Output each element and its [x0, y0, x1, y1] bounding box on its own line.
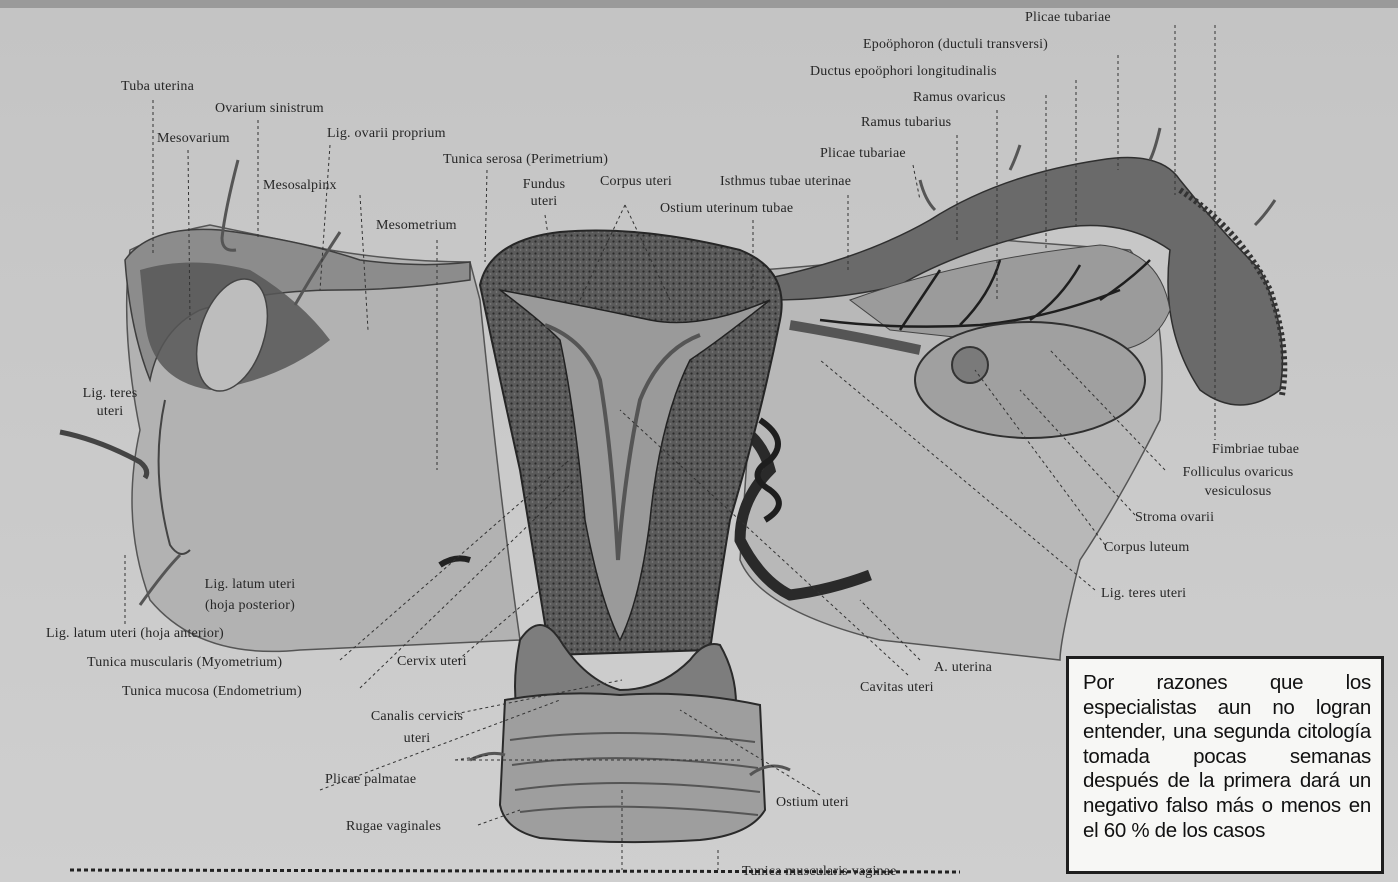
label-ostium-uteri: Ostium uteri	[776, 795, 849, 811]
label-lig-teres-left-2: uteri	[68, 404, 152, 420]
label-stroma-ovarii: Stroma ovarii	[1135, 510, 1214, 526]
label-ramus-tubarius: Ramus tubarius	[861, 115, 951, 131]
label-ostium-uterinum-tubae: Ostium uterinum tubae	[660, 201, 793, 217]
label-a-uterina: A. uterina	[934, 660, 992, 676]
label-lig-latum-posterior-2: (hoja posterior)	[185, 598, 315, 614]
label-corpus-luteum: Corpus luteum	[1104, 540, 1189, 556]
label-mesosalpinx: Mesosalpinx	[263, 178, 337, 194]
label-lig-teres-right: Lig. teres uteri	[1101, 586, 1186, 602]
right-ovary	[915, 322, 1145, 438]
note-text: Por razones que los especialistas aun no…	[1083, 671, 1371, 843]
vagina	[500, 693, 765, 842]
top-edge	[0, 0, 1398, 8]
label-mesovarium: Mesovarium	[157, 131, 230, 147]
note-box: Por razones que los especialistas aun no…	[1066, 656, 1384, 874]
label-plicae-palmatae: Plicae palmatae	[325, 772, 416, 788]
label-plicae-tubariae-top: Plicae tubariae	[1025, 10, 1111, 26]
label-canalis-cervicis-2: uteri	[352, 731, 482, 747]
label-ovarium-sinistrum: Ovarium sinistrum	[215, 101, 324, 117]
label-tunica-muscularis: Tunica muscularis (Myometrium)	[87, 655, 282, 671]
label-folliculus-1: Folliculus ovaricus	[1160, 465, 1316, 481]
corpus-luteum-shape	[952, 347, 988, 383]
label-plicae-tubariae-mid: Plicae tubariae	[820, 146, 906, 162]
label-cavitas-uteri: Cavitas uteri	[860, 680, 934, 696]
label-lig-teres-left-1: Lig. teres	[68, 386, 152, 402]
label-lig-latum-anterior: Lig. latum uteri (hoja anterior)	[46, 626, 224, 642]
label-tunica-serosa: Tunica serosa (Perimetrium)	[443, 152, 608, 168]
label-epoophoron: Epoöphoron (ductuli transversi)	[863, 37, 1048, 53]
label-ramus-ovaricus: Ramus ovaricus	[913, 90, 1006, 106]
label-canalis-cervicis-1: Canalis cervicis	[352, 709, 482, 725]
label-tunica-muscularis-vaginae: Tunica muscularis vaginae	[742, 864, 897, 880]
label-mesometrium: Mesometrium	[376, 218, 457, 234]
label-folliculus-2: vesiculosus	[1160, 484, 1316, 500]
label-tunica-mucosa: Tunica mucosa (Endometrium)	[122, 684, 302, 700]
label-fimbriae-tubae: Fimbriae tubae	[1212, 442, 1299, 458]
label-ductus-epoophori: Ductus epoöphori longitudinalis	[810, 64, 997, 80]
label-fundus-uteri-2: uteri	[515, 194, 573, 210]
label-lig-latum-posterior-1: Lig. latum uteri	[185, 577, 315, 593]
label-lig-ovarii-proprium: Lig. ovarii proprium	[327, 126, 446, 142]
label-fundus-uteri-1: Fundus	[515, 177, 573, 193]
label-cervix-uteri: Cervix uteri	[397, 654, 467, 670]
label-isthmus-tubae: Isthmus tubae uterinae	[720, 174, 851, 190]
label-rugae-vaginales: Rugae vaginales	[346, 819, 441, 835]
label-tuba-uterina: Tuba uterina	[121, 79, 194, 95]
label-corpus-uteri: Corpus uteri	[600, 174, 672, 190]
